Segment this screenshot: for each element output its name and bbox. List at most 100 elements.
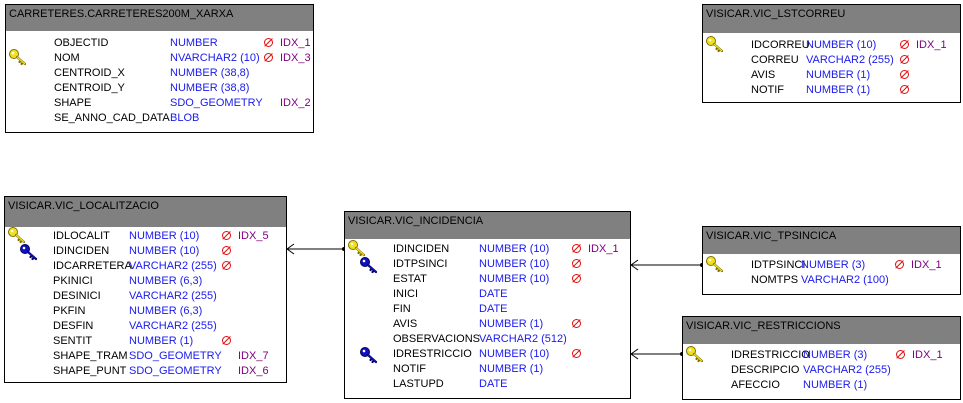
column-type: NUMBER (1) — [129, 335, 194, 347]
column-name: ESTAT — [393, 273, 427, 285]
column-type: VARCHAR2 (255) — [129, 320, 217, 332]
column-type: NUMBER (10) — [479, 258, 550, 270]
column-name: CENTROID_X — [54, 67, 125, 79]
column-type: NUMBER (3) — [801, 259, 866, 271]
column-type: SDO_GEOMETRY — [129, 350, 222, 362]
column-row[interactable]: SENTIT NUMBER (1) — [5, 334, 286, 349]
pk-key-icon — [705, 255, 725, 273]
column-type: NUMBER (1) — [479, 363, 544, 375]
column-name: IDINCIDEN — [53, 245, 110, 257]
entity-header[interactable]: VISICAR.VIC_LOCALITZACIO — [5, 197, 286, 227]
column-name: IDTPSINCI — [751, 259, 806, 271]
column-name: NOMTPS — [751, 274, 799, 286]
column-row[interactable]: CENTROID_X NUMBER (38,8) — [6, 66, 313, 81]
not-null-icon — [572, 349, 581, 358]
not-null-icon — [900, 55, 909, 64]
column-name: IDCORREU — [751, 39, 810, 51]
entity-header[interactable]: VISICAR.VIC_RESTRICCIONS — [683, 317, 960, 344]
column-type: SDO_GEOMETRY — [170, 97, 263, 109]
column-index: IDX_2 — [280, 97, 311, 109]
fk-key-icon — [359, 346, 379, 364]
not-null-icon — [572, 319, 581, 328]
not-null-icon — [895, 260, 904, 269]
entity-title: CARRETERES.CARRETERES200M_XARXA — [9, 8, 234, 20]
column-type: NUMBER — [170, 37, 218, 49]
column-type: NUMBER (1) — [479, 318, 544, 330]
entity-title: VISICAR.VIC_LSTCORREU — [706, 8, 846, 20]
not-null-icon — [264, 53, 273, 62]
column-name: OBJECTID — [54, 37, 109, 49]
column-row[interactable]: DESINICI VARCHAR2 (255) — [5, 289, 286, 304]
pk-key-icon — [7, 226, 27, 244]
entity-header[interactable]: VISICAR.VIC_INCIDENCIA — [345, 212, 630, 239]
column-type: NVARCHAR2 (10) — [170, 52, 260, 64]
not-null-icon — [264, 38, 273, 47]
column-name: NOTIF — [751, 84, 784, 96]
pk-key-icon — [8, 48, 28, 66]
column-name: CORREU — [751, 54, 799, 66]
not-null-icon — [222, 231, 231, 240]
entity-carreteres200m-xarxa[interactable]: CARRETERES.CARRETERES200M_XARXA OBJECTID N… — [5, 4, 314, 133]
column-type: NUMBER (38,8) — [170, 67, 250, 79]
column-index: IDX_1 — [911, 259, 942, 271]
crowfoot-arrow-icon — [286, 243, 295, 255]
entity-header[interactable]: VISICAR.VIC_LSTCORREU — [703, 5, 960, 33]
column-type: NUMBER (10) — [129, 230, 200, 242]
column-type: DATE — [479, 378, 508, 390]
column-name: NOM — [54, 52, 80, 64]
pk-key-icon — [685, 345, 705, 363]
column-name: LASTUPD — [393, 378, 444, 390]
column-type: VARCHAR2 (255) — [129, 290, 217, 302]
column-row[interactable]: LASTUPD DATE — [345, 377, 630, 392]
not-null-icon — [900, 40, 909, 49]
column-name: SENTIT — [53, 335, 93, 347]
column-name: SHAPE_PUNT — [53, 365, 127, 377]
column-type: VARCHAR2 (255) — [806, 54, 894, 66]
entity-header[interactable]: VISICAR.VIC_TPSINCICA — [703, 227, 960, 254]
column-name: AVIS — [751, 69, 776, 81]
column-name: DESINICI — [53, 290, 101, 302]
column-row[interactable]: CORREU VARCHAR2 (255) — [703, 53, 960, 68]
column-type: SDO_GEOMETRY — [129, 365, 222, 377]
not-null-icon — [572, 244, 581, 253]
entity-header[interactable]: CARRETERES.CARRETERES200M_XARXA — [6, 5, 313, 31]
column-name: IDCARRETERA — [53, 260, 132, 272]
fk-key-icon — [19, 243, 39, 261]
column-name: SHAPE_TRAM — [53, 350, 128, 362]
